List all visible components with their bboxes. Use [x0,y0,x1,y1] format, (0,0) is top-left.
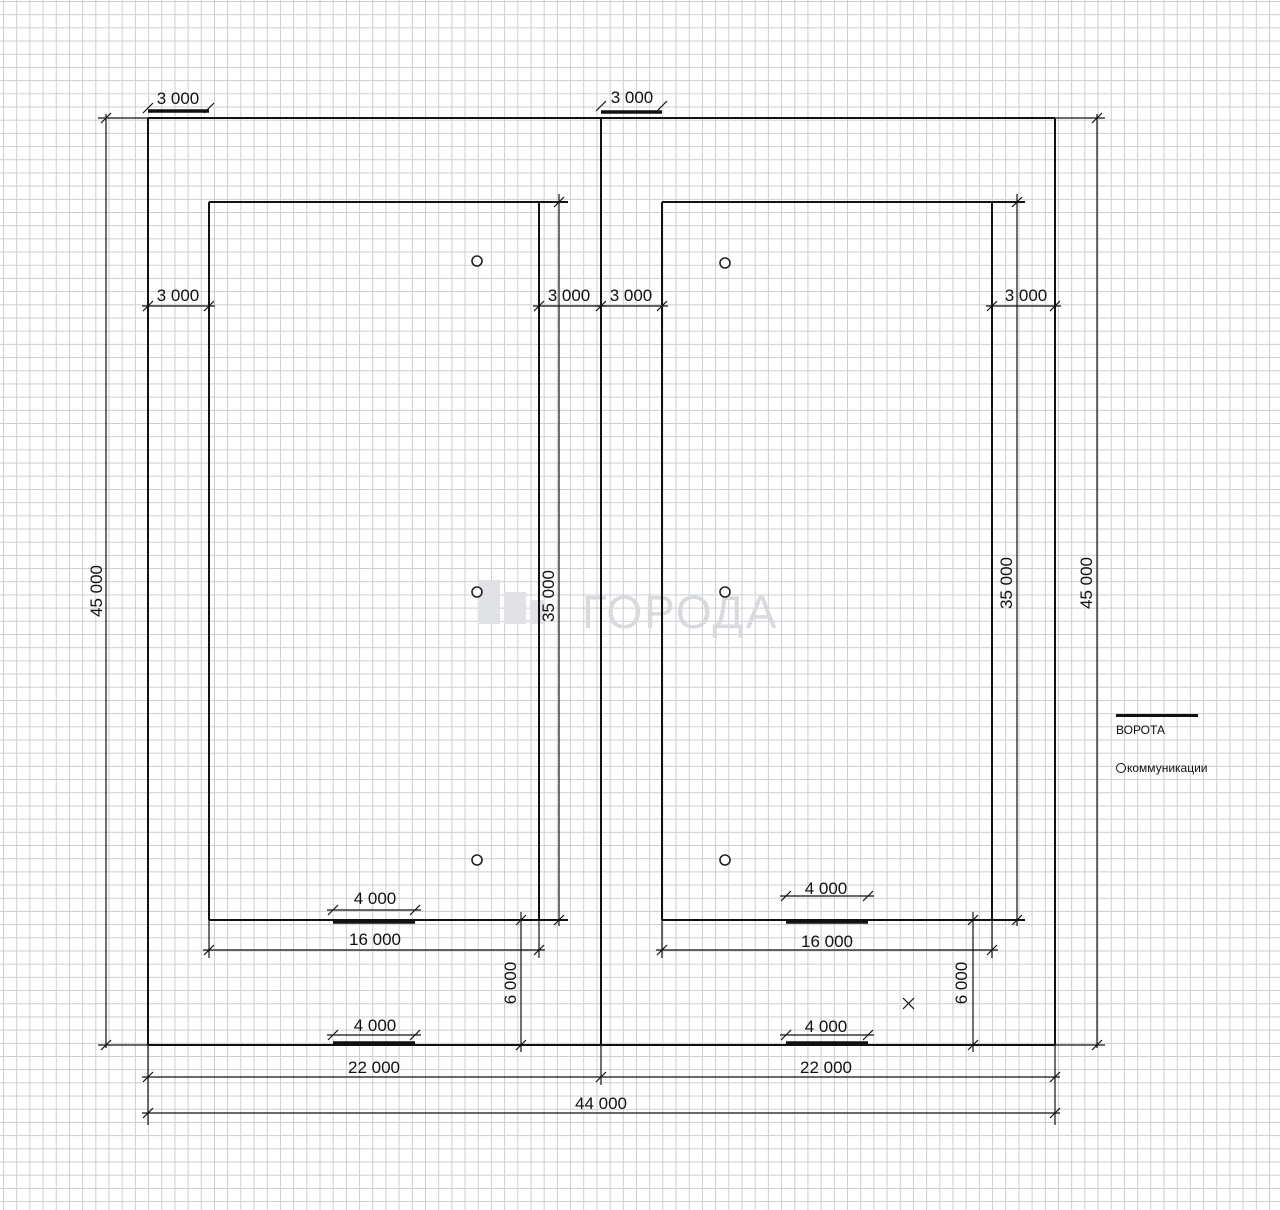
dim-label-top-right-gate: 3 000 [611,88,654,107]
dimension-lines [98,100,1105,1125]
dim-label-depth-right: 45 000 [1077,557,1096,609]
utility-point [471,854,483,866]
cross-mark [902,997,915,1010]
dim-label-building-depth-right: 35 000 [997,557,1016,609]
dim-label-total-width: 44 000 [575,1094,627,1113]
building-left [208,201,568,921]
legend-gate-label: ВОРОТА [1116,723,1165,737]
dim-label-setback-1: 3 000 [157,286,200,305]
dim-label-top-left-gate: 3 000 [157,89,200,108]
dim-label-front-setback-left: 6 000 [501,962,520,1005]
plot-boundaries [147,117,1056,1046]
dim-label-setback-2: 3 000 [548,286,591,305]
dim-label-plot-width-left: 22 000 [348,1058,400,1077]
dim-label-gate-front-right: 4 000 [805,1017,848,1036]
dim-label-gate-building-right: 4 000 [805,879,848,898]
legend: ВОРОТА коммуникации [1116,714,1226,775]
dim-label-front-setback-right: 6 000 [952,962,971,1005]
building-right [661,201,1025,921]
utility-markers [471,255,731,866]
utility-circle-icon [1116,763,1126,773]
legend-utilities-label: коммуникации [1127,761,1208,775]
dim-label-setback-4: 3 000 [1005,286,1048,305]
utility-point [471,255,483,267]
dim-label-gate-building-left: 4 000 [354,889,397,908]
utility-point [471,586,483,598]
utility-point [719,257,731,269]
watermark: ГОРОДА [478,580,778,638]
gates [148,109,874,1045]
legend-gate-line [1116,714,1198,717]
watermark-text: ГОРОДА [582,586,778,638]
dim-label-plot-width-right: 22 000 [800,1058,852,1077]
utility-point [719,854,731,866]
dim-label-building-width-left: 16 000 [349,930,401,949]
utility-point [719,586,731,598]
dim-label-depth-left: 45 000 [87,565,106,617]
dim-label-gate-front-left: 4 000 [354,1016,397,1035]
dim-label-building-width-right: 16 000 [801,932,853,951]
dim-label-building-depth-left: 35 000 [539,570,558,622]
legend-utilities: коммуникации [1116,761,1226,775]
dim-label-setback-3: 3 000 [610,286,653,305]
dimension-labels: 3 000 3 000 3 000 3 000 3 000 3 000 45 0… [87,88,1096,1113]
